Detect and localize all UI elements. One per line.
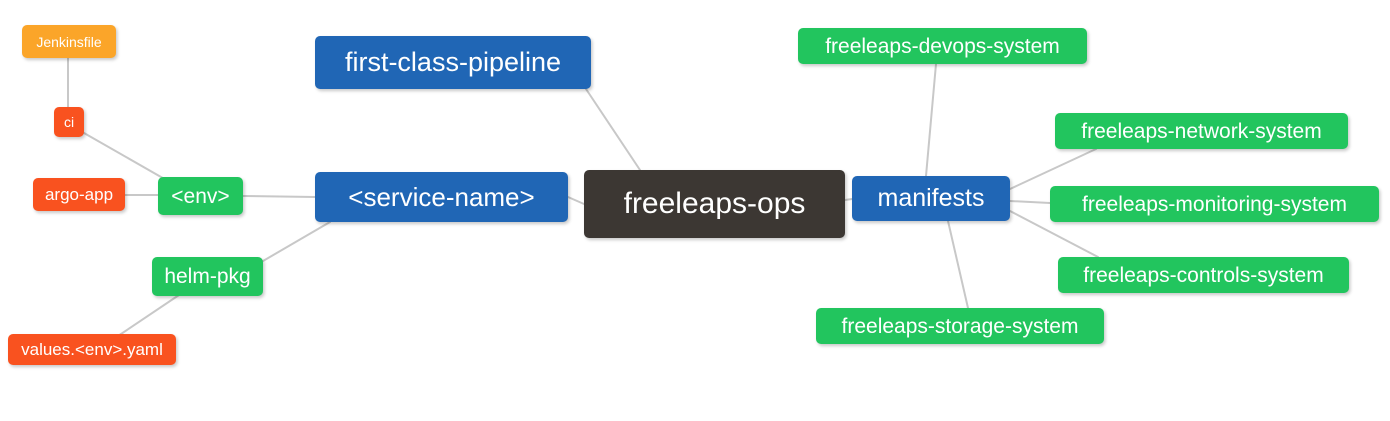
mindmap-node-label: helm-pkg — [164, 265, 251, 288]
edge-service-name-to-env — [242, 195, 316, 198]
mindmap-node-label: <service-name> — [348, 182, 535, 212]
edge-root-to-service-name — [567, 196, 585, 205]
edge-manifests-to-monitoring-system — [1009, 200, 1051, 204]
mindmap-node-monitoring-system[interactable]: freeleaps-monitoring-system — [1050, 186, 1379, 222]
mindmap-node-label: Jenkinsfile — [36, 33, 102, 50]
mindmap-node-ci[interactable]: ci — [54, 107, 84, 137]
edge-manifests-to-network-system — [1009, 148, 1097, 190]
edge-root-to-first-class-pipeline — [585, 88, 641, 171]
mindmap-node-devops-system[interactable]: freeleaps-devops-system — [798, 28, 1087, 64]
edge-manifests-to-storage-system — [947, 220, 969, 309]
edge-root-to-manifests — [844, 198, 853, 201]
mindmap-node-label: freeleaps-network-system — [1081, 119, 1322, 143]
edge-helm-pkg-to-values-yaml — [117, 292, 183, 337]
edge-manifests-to-devops-system — [925, 63, 937, 177]
mindmap-node-root[interactable]: freeleaps-ops — [584, 170, 845, 238]
mindmap-node-label: ci — [64, 114, 75, 130]
mindmap-node-service-name[interactable]: <service-name> — [315, 172, 568, 222]
mindmap-node-label: first-class-pipeline — [344, 47, 562, 77]
mindmap-node-label: argo-app — [44, 185, 114, 204]
mindmap-node-label: freeleaps-storage-system — [841, 314, 1079, 338]
mindmap-node-manifests[interactable]: manifests — [852, 176, 1010, 221]
mindmap-node-values-yaml[interactable]: values.<env>.yaml — [8, 334, 176, 365]
mindmap-node-env[interactable]: <env> — [158, 177, 243, 215]
mindmap-node-argo-app[interactable]: argo-app — [33, 178, 125, 211]
mindmap-node-label: values.<env>.yaml — [21, 340, 163, 359]
mindmap-node-helm-pkg[interactable]: helm-pkg — [152, 257, 263, 296]
mindmap-node-label: freeleaps-monitoring-system — [1082, 192, 1347, 216]
mindmap-node-network-system[interactable]: freeleaps-network-system — [1055, 113, 1348, 149]
mindmap-node-controls-system[interactable]: freeleaps-controls-system — [1058, 257, 1349, 293]
mindmap-node-first-class-pipeline[interactable]: first-class-pipeline — [315, 36, 591, 89]
mindmap-node-label: freeleaps-devops-system — [825, 34, 1060, 58]
edge-env-to-ci — [83, 132, 169, 182]
mindmap-node-label: freeleaps-ops — [623, 187, 806, 220]
edge-service-name-to-helm-pkg — [262, 221, 331, 262]
mindmap-node-jenkinsfile[interactable]: Jenkinsfile — [22, 25, 116, 58]
mindmap-node-label: manifests — [877, 184, 985, 212]
mindmap-node-label: freeleaps-controls-system — [1083, 263, 1324, 287]
mindmap-node-label: <env> — [171, 184, 230, 208]
mindmap-node-storage-system[interactable]: freeleaps-storage-system — [816, 308, 1104, 344]
